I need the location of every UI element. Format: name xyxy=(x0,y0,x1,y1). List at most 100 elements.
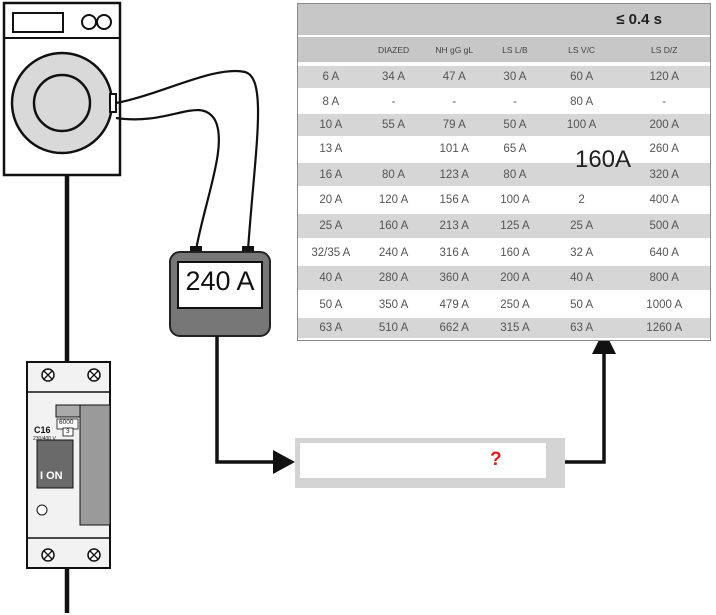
arrow-up-icon xyxy=(592,330,616,354)
table-cell: 120 A xyxy=(378,194,409,206)
table-header-row: DIAZED NH gG gL LS L/B LS V/C LS D/Z xyxy=(298,37,710,62)
table-row: 8 A - - - 80 A - xyxy=(298,91,710,112)
table-cell: 500 A xyxy=(649,220,679,232)
table-cell: 662 A xyxy=(439,322,469,334)
meter-lead xyxy=(115,69,260,251)
table-cell: 32/35 A xyxy=(311,246,351,259)
table-cell: 1260 A xyxy=(646,322,683,334)
breaker-state: I ON xyxy=(40,470,63,482)
table-cell: 2 xyxy=(578,194,585,206)
table-cell: 400 A xyxy=(649,194,679,206)
header-cell: LS D/Z xyxy=(650,44,678,55)
table-cell: 50 A xyxy=(319,298,343,311)
table-cell: 125 A xyxy=(500,220,530,232)
table-cell: 40 A xyxy=(570,272,594,284)
table-cell: 160 A xyxy=(500,246,530,259)
meter-lead xyxy=(115,109,220,251)
meter-reading: 240 A xyxy=(185,266,255,296)
table-row: 32/35 A 240 A 316 A 160 A 32 A 640 A xyxy=(298,241,710,264)
table-cell: 80 A xyxy=(382,168,406,181)
header-cell: LS L/B xyxy=(502,44,528,55)
table-title: ≤ 0.4 s xyxy=(616,11,662,28)
table-cell: 13 A xyxy=(319,143,343,155)
table-cell: 20 A xyxy=(319,194,343,206)
table-cell: 250 A xyxy=(500,298,530,311)
header-cell: LS V/C xyxy=(568,44,596,55)
table-cell: - xyxy=(391,95,396,108)
table-cell: 80 A xyxy=(570,95,594,108)
table-cell: 16 A xyxy=(319,168,343,181)
fuse-table: ≤ 0.4 s DIAZED NH gG gL LS L/B LS V/C LS… xyxy=(297,3,711,341)
table-cell: - xyxy=(513,95,517,108)
table-cell: 240 A xyxy=(378,246,409,259)
table-cell: 79 A xyxy=(442,119,466,131)
table-cell: 100 A xyxy=(500,194,530,206)
table-cell: 63 A xyxy=(570,322,594,334)
table-cell: 32 A xyxy=(570,246,594,259)
table-row: 6 A 34 A 47 A 30 A 60 A 120 A xyxy=(298,66,710,88)
table-cell: 40 A xyxy=(319,272,343,284)
table-cell: 315 A xyxy=(500,322,530,334)
arrow-line xyxy=(215,336,275,464)
circuit-breaker xyxy=(26,361,111,569)
display-panel xyxy=(12,12,64,33)
table-cell: 50 A xyxy=(570,298,594,311)
table-cell: 360 A xyxy=(439,272,469,284)
arrow-line xyxy=(565,352,606,464)
table-cell: 30 A xyxy=(503,71,527,83)
table-cell: 160 A xyxy=(378,220,409,232)
table-cell: 120 A xyxy=(649,71,679,83)
table-cell: - xyxy=(662,95,667,108)
breaker-voltage: 230/400 V xyxy=(33,436,56,442)
table-cell: 479 A xyxy=(439,298,469,311)
bubble-value: 160A xyxy=(574,146,632,173)
table-cell: 55 A xyxy=(382,119,406,131)
washing-machine xyxy=(2,1,122,177)
table-cell: 156 A xyxy=(439,194,469,206)
certification-icon xyxy=(36,504,48,516)
arrow-right-icon xyxy=(273,450,295,474)
table-cell: 260 A xyxy=(649,143,679,155)
table-cell: 510 A xyxy=(378,322,409,334)
breaker-rating: C16 xyxy=(34,425,51,435)
table-row: 13 A 101 A 65 A 260 A xyxy=(298,138,710,160)
table-cell: 34 A xyxy=(382,71,406,83)
table-cell: 1000 A xyxy=(646,298,683,311)
table-row: 50 A 350 A 479 A 250 A 50 A 1000 A xyxy=(298,293,710,316)
table-row: 10 A 55 A 79 A 50 A 100 A 200 A xyxy=(298,114,710,136)
table-cell: 50 A xyxy=(503,119,527,131)
question-mark: ? xyxy=(490,449,502,470)
table-cell: 8 A xyxy=(322,95,340,108)
table-cell: 123 A xyxy=(439,168,469,181)
table-cell: 800 A xyxy=(649,272,679,284)
knob-icon xyxy=(81,14,97,30)
table-cell: 10 A xyxy=(319,119,343,131)
table-cell: 316 A xyxy=(439,246,469,259)
table-row: 40 A 280 A 360 A 200 A 40 A 800 A xyxy=(298,266,710,290)
table-cell: 350 A xyxy=(378,298,409,311)
table-cell: 640 A xyxy=(649,246,679,259)
knob-icon xyxy=(96,14,112,30)
table-row: 20 A 120 A 156 A 100 A 2 400 A xyxy=(298,188,710,212)
table-cell: 47 A xyxy=(442,71,466,83)
question-box: ? xyxy=(295,438,565,488)
table-cell: - xyxy=(452,95,457,108)
table-row: 63 A 510 A 662 A 315 A 63 A 1260 A xyxy=(298,318,710,338)
table-cell: 320 A xyxy=(649,168,679,181)
table-cell: 200 A xyxy=(500,272,530,284)
table-cell: 213 A xyxy=(439,220,469,232)
table-cell: 280 A xyxy=(378,272,409,284)
table-cell: 200 A xyxy=(649,119,679,131)
table-cell: 63 A xyxy=(319,322,343,334)
table-cell: 60 A xyxy=(570,71,594,83)
breaker-class: 3 xyxy=(66,428,70,435)
table-title-row: ≤ 0.4 s xyxy=(298,4,710,35)
door-handle xyxy=(109,93,117,113)
table-cell: 6 A xyxy=(322,71,340,83)
table-cell: 25 A xyxy=(319,220,343,232)
table-cell: 101 A xyxy=(439,143,469,155)
table-cell: 65 A xyxy=(503,143,527,155)
table-cell: 100 A xyxy=(566,119,597,131)
header-cell: NH gG gL xyxy=(435,44,474,55)
